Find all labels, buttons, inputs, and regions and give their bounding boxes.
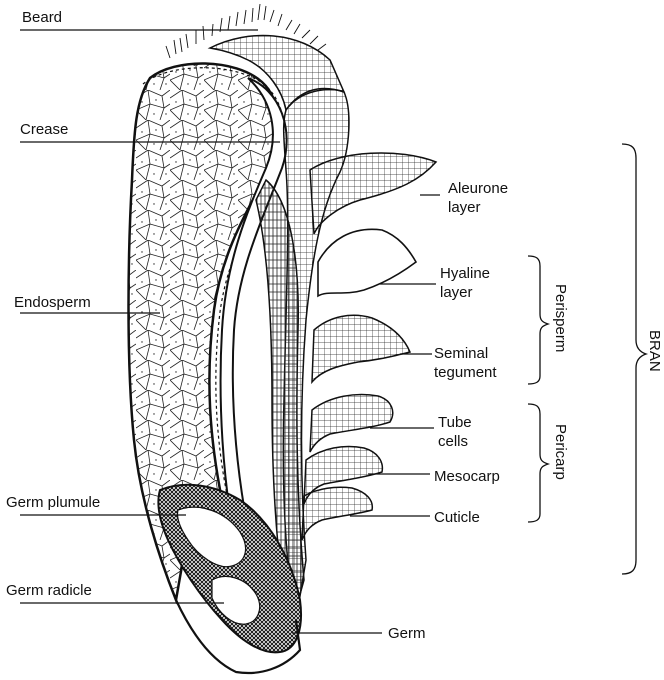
label-mesocarp: Mesocarp (434, 468, 500, 485)
hyaline-flap (318, 229, 416, 296)
aleurone-flap (310, 153, 436, 234)
braces (528, 144, 646, 574)
bran-brace (622, 144, 646, 574)
label-crease: Crease (20, 121, 68, 138)
label-seminal-1: Seminal (434, 345, 488, 362)
label-cuticle: Cuticle (434, 509, 480, 526)
perisperm-brace (528, 256, 548, 384)
label-seminal-2: tegument (434, 364, 497, 381)
label-hyaline-2: layer (440, 284, 473, 301)
label-endosperm: Endosperm (14, 294, 91, 311)
label-pericarp: Pericarp (552, 424, 569, 480)
label-tube-2: cells (438, 433, 468, 450)
label-hyaline-1: Hyaline (440, 265, 490, 282)
label-perisperm: Perisperm (552, 284, 569, 352)
pericarp-brace (528, 404, 548, 522)
label-germ: Germ (388, 625, 426, 642)
seminal-flap (312, 315, 410, 382)
label-germ-radicle: Germ radicle (6, 582, 92, 599)
label-beard: Beard (22, 9, 62, 26)
label-aleurone-1: Aleurone (448, 180, 508, 197)
kernel-illustration (129, 4, 437, 673)
label-tube-1: Tube (438, 414, 472, 431)
cuticle-flap (302, 487, 372, 540)
label-bran: BRAN (646, 330, 663, 372)
tube-cells-flap (310, 395, 393, 452)
label-aleurone-2: layer (448, 199, 481, 216)
label-germ-plumule: Germ plumule (6, 494, 100, 511)
